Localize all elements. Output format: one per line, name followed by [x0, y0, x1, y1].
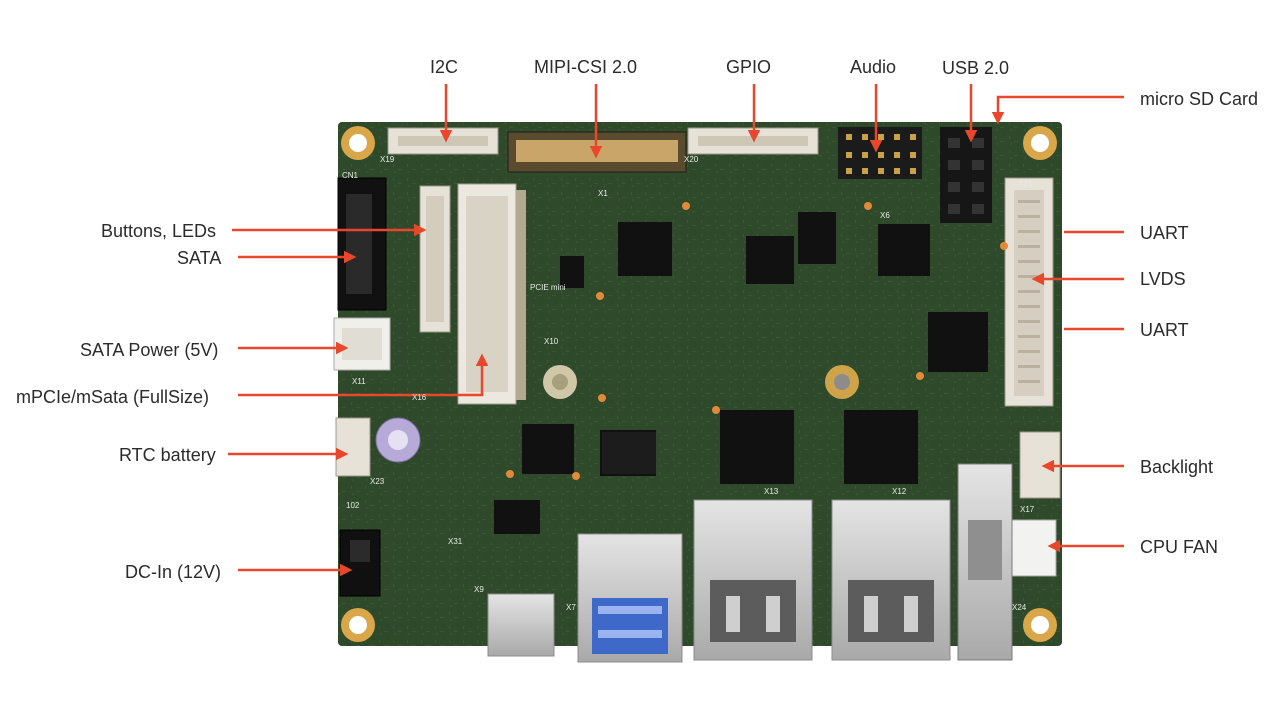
usb2-header: [940, 127, 992, 223]
silk-x6: X6: [880, 211, 890, 220]
silk-x16: X16: [412, 393, 427, 402]
silk-x23: X23: [370, 477, 385, 486]
silk-x17: X17: [1020, 505, 1035, 514]
label-buttons-leds: Buttons, LEDs: [101, 221, 217, 241]
label-uart-bottom: UART: [1140, 320, 1189, 340]
label-mipi-csi: MIPI-CSI 2.0: [534, 57, 638, 77]
label-sata: SATA: [177, 248, 222, 268]
label-mpcie: mPCIe/mSata (FullSize): [16, 387, 210, 407]
usb-c-port: [487, 593, 555, 657]
ethernet-port-2: [831, 499, 951, 661]
label-uart-top: UART: [1140, 223, 1189, 243]
silk-x10: X10: [544, 337, 559, 346]
label-lvds: LVDS: [1140, 269, 1186, 289]
silk-x21: X21: [1018, 179, 1033, 188]
label-i2c: I2C: [430, 57, 459, 77]
silk-cap: 102: [346, 501, 360, 510]
silk-pcie: PCIE mini: [530, 283, 566, 292]
center-pin-header: [602, 432, 656, 474]
label-micro-sd: micro SD Card: [1140, 89, 1259, 109]
label-audio: Audio: [850, 57, 897, 77]
callout-arrows: [228, 84, 1124, 577]
silk-x7: X7: [566, 603, 576, 612]
dc-in-connector: [339, 529, 381, 597]
label-sata-power: SATA Power (5V): [80, 340, 219, 360]
audio-header: [838, 127, 922, 179]
cpu-fan-connector: [1011, 519, 1057, 577]
silk-x13: X13: [764, 487, 779, 496]
rtc-battery-connector: [335, 417, 371, 477]
silk-x9: X9: [474, 585, 484, 594]
label-rtc: RTC battery: [119, 445, 216, 465]
usb3-port: [577, 533, 683, 663]
silk-x20: X20: [684, 155, 699, 164]
label-cpu-fan: CPU FAN: [1140, 537, 1219, 557]
silk-x12: X12: [892, 487, 907, 496]
label-backlight: Backlight: [1140, 457, 1214, 477]
label-usb2: USB 2.0: [942, 58, 1010, 78]
label-dc-in: DC-In (12V): [125, 562, 222, 582]
ethernet-port-1: [693, 499, 813, 661]
silk-x11: X11: [352, 377, 366, 386]
silk-x1: X1: [598, 189, 608, 198]
silk-x19: X19: [380, 155, 395, 164]
label-gpio: GPIO: [726, 57, 772, 77]
silk-x24: X24: [1012, 603, 1027, 612]
silk-x31: X31: [448, 537, 463, 546]
silk-cn1: CN1: [342, 171, 359, 180]
mounting-holes: [341, 126, 1057, 642]
